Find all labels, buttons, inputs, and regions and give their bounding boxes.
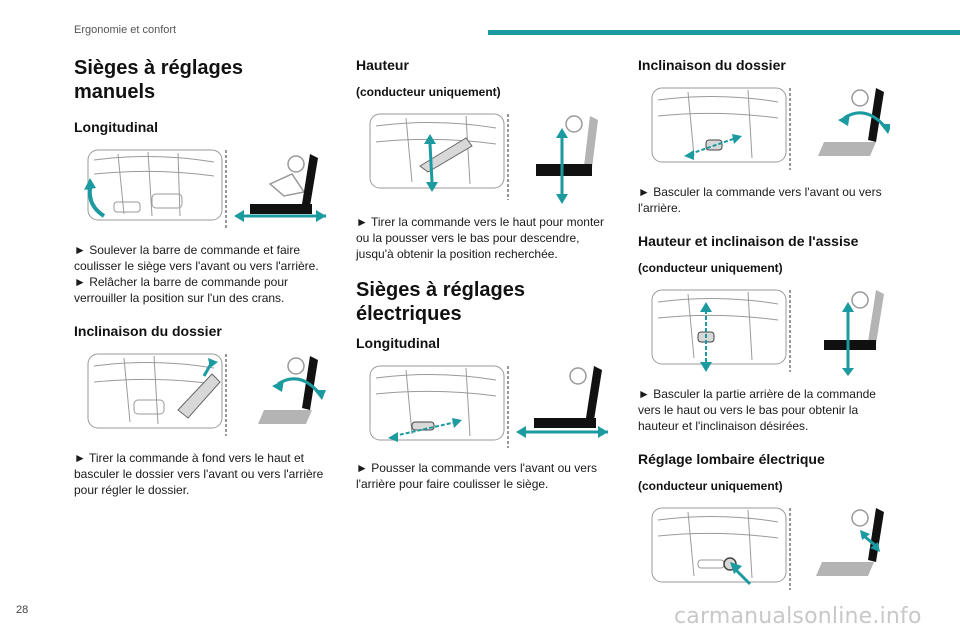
note-driver-only: (conducteur uniquement) [638, 261, 783, 275]
instruction-tilt-switch: ► Basculer la commande vers l'avant ou v… [638, 185, 882, 215]
instruction-height-lever: ► Tirer la commande vers le haut pour mo… [356, 215, 604, 261]
heading-lumbar: Réglage lombaire électrique [638, 451, 825, 467]
curved-arrow [87, 187, 106, 218]
seat-pictogram [824, 290, 884, 350]
running-header: Ergonomie et confort [74, 24, 177, 36]
illustration-manual-longitudinal [84, 149, 326, 228]
heading-backrest-electric: Inclinaison du dossier [638, 57, 786, 73]
seat-pictogram [816, 508, 884, 576]
instruction-release-bar: ► Relâcher la barre de commande pour ver… [74, 275, 288, 305]
arrow-head [84, 178, 96, 190]
header-accent-bar [488, 30, 960, 35]
illustration-electric-lumbar [651, 507, 884, 590]
seat-pictogram [818, 88, 884, 156]
column-left: Sièges à réglages manuels Longitudinal ►… [74, 56, 326, 498]
heading-backrest-manual: Inclinaison du dossier [74, 323, 222, 339]
column-right: Inclinaison du dossier ► Basculer la com… [638, 56, 890, 604]
heading-height: Hauteur [356, 57, 409, 73]
instruction-lift-bar: ► Soulever la barre de commande et faire… [74, 243, 319, 273]
seat-pictogram [536, 115, 598, 176]
illustration-manual-height [369, 113, 598, 204]
seat-pictogram [534, 366, 602, 428]
heading-longitudinal-manual: Longitudinal [74, 119, 158, 135]
instruction-push-switch: ► Pousser la commande vers l'avant ou ve… [356, 461, 597, 491]
instruction-backrest-lever: ► Tirer la commande à fond vers le haut … [74, 451, 324, 497]
illustration-manual-backrest [87, 353, 326, 436]
seat-pictogram [250, 154, 318, 214]
instruction-cushion-switch: ► Basculer la partie arrière de la comma… [638, 387, 876, 433]
illustration-electric-longitudinal [369, 365, 608, 448]
section-title-manual-seats: Sièges à réglages manuels [74, 57, 243, 103]
lever [419, 137, 473, 173]
switch [411, 421, 435, 431]
note-driver-only: (conducteur uniquement) [638, 479, 783, 493]
heading-longitudinal-electric: Longitudinal [356, 335, 440, 351]
heading-cushion-height-tilt: Hauteur et inclinaison de l'assise [638, 233, 859, 249]
section-title-electric-seats: Sièges à réglages électriques [356, 279, 525, 325]
column-middle: Hauteur (conducteur uniquement) ► Tirer … [356, 56, 608, 492]
seat-pictogram [258, 356, 318, 424]
illustration-electric-cushion [651, 289, 884, 376]
watermark: carmanualsonline.info [674, 604, 922, 629]
seat-base-sketch [87, 149, 223, 221]
illustration-electric-backrest [651, 87, 890, 170]
lever [177, 373, 221, 419]
page-number: 28 [16, 604, 29, 616]
note-driver-only: (conducteur uniquement) [356, 85, 501, 99]
